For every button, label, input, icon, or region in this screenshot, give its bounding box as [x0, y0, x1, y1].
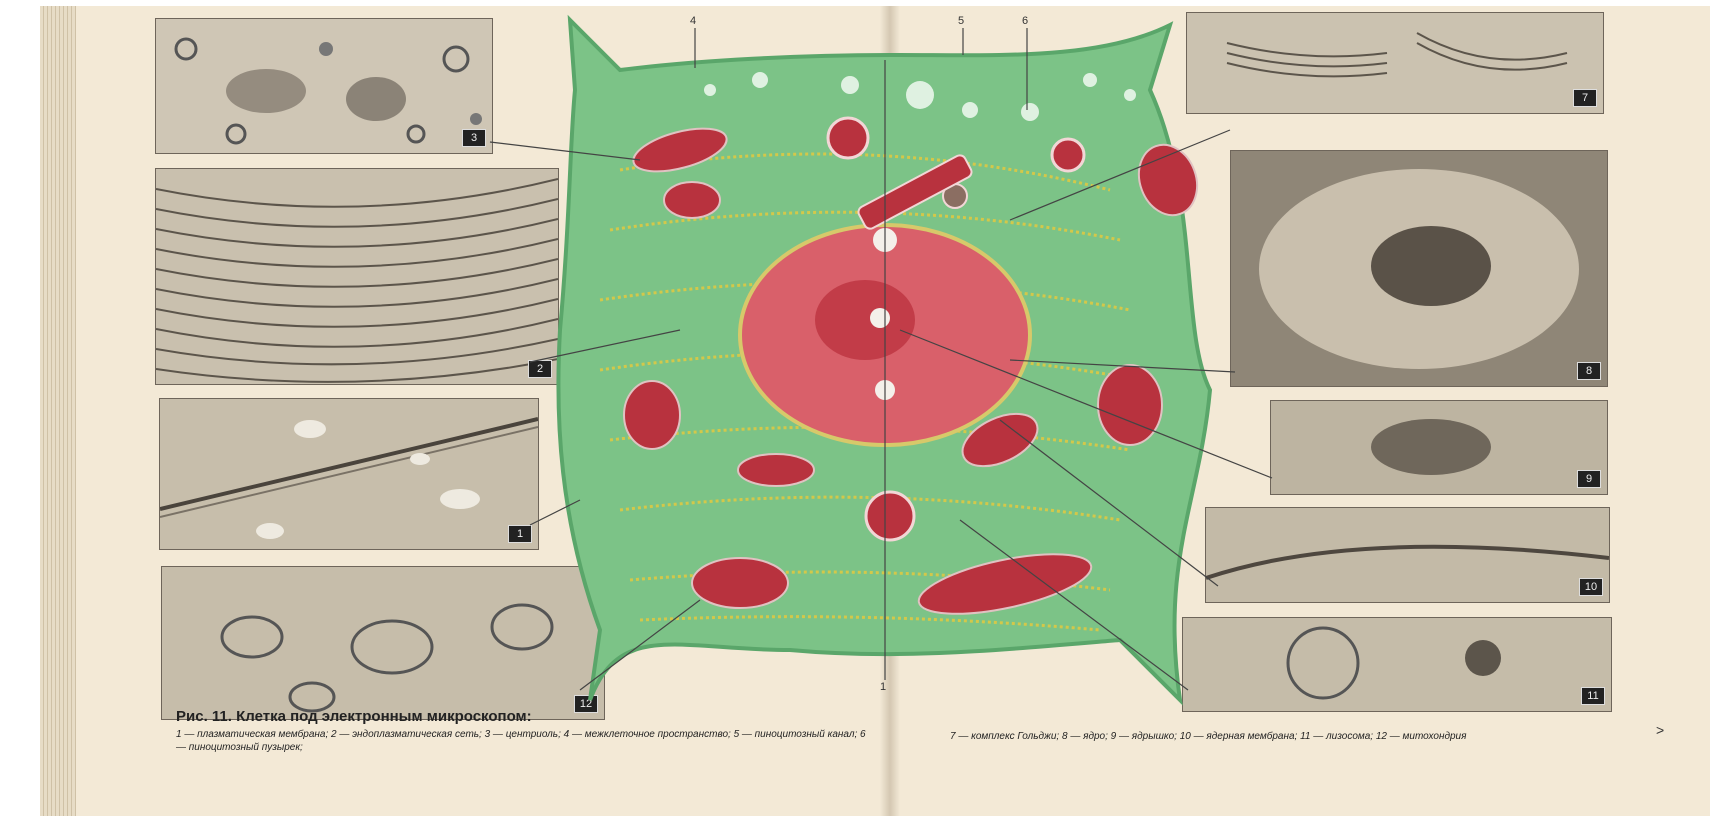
figure-caption: Рис. 11. Клетка под электронным микроско… — [176, 708, 876, 754]
caption-right: 7 — комплекс Гольджи; 8 — ядро; 9 — ядры… — [950, 730, 1590, 743]
cell-label-1: 1 — [880, 681, 886, 693]
caption-title: Рис. 11. Клетка под электронным микроско… — [176, 708, 876, 725]
caption-left: 1 — плазматическая мембрана; 2 — эндопла… — [176, 728, 876, 754]
cell-label-4: 4 — [690, 15, 696, 27]
cell-label-6: 6 — [1022, 15, 1028, 27]
page-corner-mark: > — [1656, 722, 1664, 738]
cell-label-5: 5 — [958, 15, 964, 27]
